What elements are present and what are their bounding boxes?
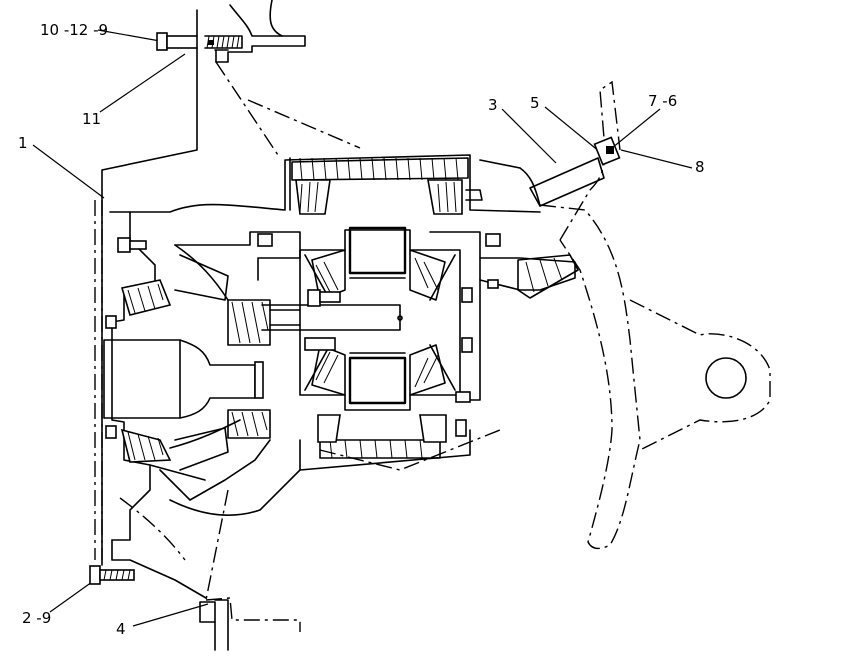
right-bearing-housing (517, 254, 579, 299)
callout-10-12-9: 10 -12 -9 (40, 21, 108, 39)
left-bearings (105, 237, 229, 471)
callout-11: 11 (82, 110, 101, 128)
callout-2-9: 2 -9 (22, 609, 51, 627)
callout-8: 8 (695, 158, 705, 176)
pivot-boss-circle (705, 357, 747, 399)
differential-carrier (299, 226, 461, 411)
main-housing (109, 154, 576, 599)
support-arm (465, 136, 621, 207)
callout-3: 3 (488, 96, 498, 114)
input-yoke (103, 299, 401, 439)
carrier-bearings (257, 157, 501, 459)
callout-7-6: 7 -6 (648, 92, 677, 110)
callout-4: 4 (116, 620, 126, 638)
callout-5: 5 (530, 94, 540, 112)
callout-1: 1 (18, 134, 28, 152)
bottom-bolt-assembly (89, 565, 229, 651)
leader-lines (32, 29, 693, 627)
housing-phantom-outline (94, 61, 771, 632)
callout-labels: 10 -12 -9 11 1 3 5 7 -6 8 2 -9 4 (18, 21, 705, 638)
